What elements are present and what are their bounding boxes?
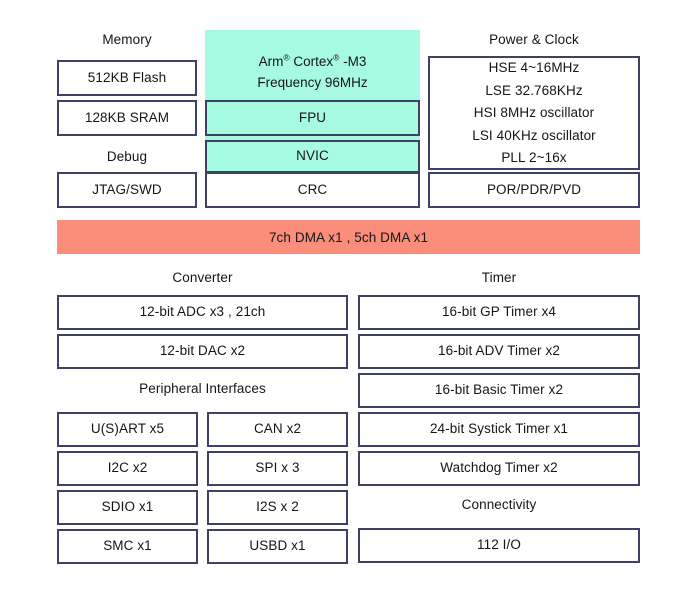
block-usart[interactable]: U(S)ART x5 (57, 412, 198, 447)
debug-section-caption: Debug (106, 148, 148, 164)
block-fpu[interactable]: FPU (205, 100, 420, 136)
block-clock-sources[interactable]: HSE 4~16MHz LSE 32.768KHz HSI 8MHz oscil… (428, 56, 640, 170)
cpu-core-title: Arm® Cortex® -M3 Frequency 96MHz (205, 52, 420, 94)
block-spi[interactable]: SPI x 3 (207, 451, 348, 486)
block-dma-bar[interactable]: 7ch DMA x1 , 5ch DMA x1 (57, 220, 640, 254)
timer-section-caption: Timer (481, 269, 517, 285)
converter-section-caption: Converter (172, 269, 233, 285)
block-512kb-flash[interactable]: 512KB Flash (57, 60, 197, 96)
block-i2s[interactable]: I2S x 2 (207, 490, 348, 525)
registered-mark-icon: ® (283, 52, 290, 63)
connectivity-section-caption: Connectivity (461, 496, 537, 512)
block-12bit-adc[interactable]: 12-bit ADC x3 , 21ch (57, 295, 348, 330)
block-sdio[interactable]: SDIO x1 (57, 490, 198, 525)
clock-line-pll: PLL 2~16x (501, 150, 567, 166)
clock-line-hse: HSE 4~16MHz (488, 60, 580, 76)
block-usbd[interactable]: USBD x1 (207, 529, 348, 564)
block-basic-timer[interactable]: 16-bit Basic Timer x2 (358, 373, 640, 408)
peripheral-interfaces-section-caption: Peripheral Interfaces (139, 380, 266, 396)
block-nvic[interactable]: NVIC (205, 140, 420, 173)
cpu-core-title-line1: Arm® Cortex® -M3 (205, 52, 420, 73)
block-128kb-sram[interactable]: 128KB SRAM (57, 100, 197, 136)
block-gp-timer[interactable]: 16-bit GP Timer x4 (358, 295, 640, 330)
clock-line-lse: LSE 32.768KHz (485, 82, 583, 98)
block-adv-timer[interactable]: 16-bit ADV Timer x2 (358, 334, 640, 369)
block-por-pdr-pvd[interactable]: POR/PDR/PVD (428, 172, 640, 208)
memory-section-caption: Memory (102, 31, 152, 47)
cpu-core-title-line2: Frequency 96MHz (257, 74, 368, 90)
block-112-io[interactable]: 112 I/O (358, 528, 640, 563)
block-12bit-dac[interactable]: 12-bit DAC x2 (57, 334, 348, 369)
registered-mark-icon-2: ® (333, 52, 340, 63)
block-watchdog-timer[interactable]: Watchdog Timer x2 (358, 451, 640, 486)
clock-line-hsi: HSI 8MHz oscillator (473, 105, 595, 121)
power-clock-section-caption: Power & Clock (489, 31, 579, 47)
clock-line-lsi: LSI 40KHz oscillator (472, 127, 596, 143)
block-can[interactable]: CAN x2 (207, 412, 348, 447)
block-smc[interactable]: SMC x1 (57, 529, 198, 564)
block-crc[interactable]: CRC (205, 172, 420, 208)
block-i2c[interactable]: I2C x2 (57, 451, 198, 486)
block-systick-timer[interactable]: 24-bit Systick Timer x1 (358, 412, 640, 447)
cpu-core-title-m3: -M3 (339, 54, 367, 69)
block-jtag-swd[interactable]: JTAG/SWD (57, 172, 197, 208)
cpu-core-title-cortex: Cortex (289, 54, 334, 69)
cpu-core-title-arm: Arm (258, 54, 284, 69)
